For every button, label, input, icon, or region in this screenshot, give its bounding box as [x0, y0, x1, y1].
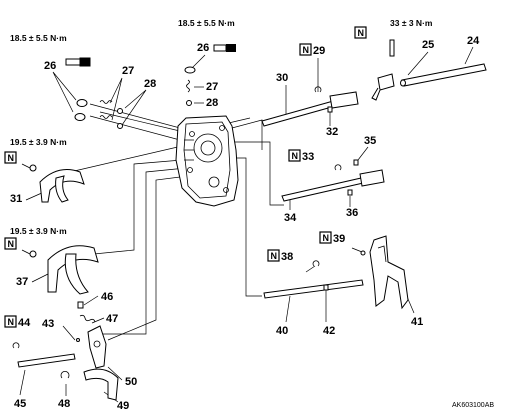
svg-text:N: N — [8, 239, 15, 249]
part-label-45: 45 — [14, 398, 26, 410]
part-label-24: 24 — [467, 35, 480, 47]
ball-28-right — [186, 100, 192, 106]
svg-text:N: N — [8, 153, 15, 163]
part-label-32: 32 — [326, 126, 338, 138]
snap-ring-29 — [314, 86, 322, 93]
shift-fork-49 — [83, 368, 119, 401]
plugs-spring-ball-left — [74, 99, 123, 129]
part-label-28-left: 28 — [144, 78, 156, 90]
part-label-41: 41 — [411, 316, 423, 328]
snap-ring-33 — [334, 164, 342, 171]
part-label-26-left: 26 — [44, 60, 56, 72]
svg-text:N: N — [358, 28, 365, 38]
shift-fork-41 — [369, 235, 409, 310]
spring-27-right — [186, 79, 190, 93]
part-label-47: 47 — [106, 313, 118, 325]
new-part-symbol-38: N — [267, 249, 280, 262]
part-label-26-right: 26 — [197, 42, 209, 54]
shift-rail-30 — [261, 91, 359, 127]
part-label-31: 31 — [10, 193, 22, 205]
new-part-symbol-25: N — [354, 26, 367, 39]
part-label-35: 35 — [364, 135, 376, 147]
new-part-symbol-44: N — [4, 315, 17, 328]
part-label-49: 49 — [117, 400, 129, 411]
part-label-43: 43 — [42, 318, 54, 330]
spring-pin-36 — [347, 189, 353, 196]
part-label-27-left: 27 — [122, 65, 134, 77]
spring-pin-42 — [323, 284, 329, 291]
part-label-48: 48 — [58, 398, 70, 410]
part-label-29: 29 — [313, 45, 325, 57]
snap-ring-48 — [60, 370, 70, 379]
shift-fork-31 — [21, 163, 85, 203]
part-label-39: 39 — [333, 233, 345, 245]
plug-26-right-installed — [184, 66, 196, 74]
svg-text:N: N — [8, 317, 15, 327]
bolt-26-left — [65, 57, 91, 67]
new-part-symbol-31: N — [4, 151, 17, 164]
svg-text:N: N — [292, 151, 299, 161]
shift-lug-50 — [87, 325, 107, 369]
shift-rod-24 — [400, 63, 487, 87]
torque-spec-26-left: 18.5 ± 5.5 N·m — [10, 33, 67, 43]
part-label-37: 37 — [16, 276, 28, 288]
figure-code: AK603100AB — [452, 402, 494, 409]
torque-spec-26-right: 18.5 ± 5.5 N·m — [178, 18, 235, 28]
part-label-28-right: 28 — [206, 97, 218, 109]
shift-rail-40 — [263, 279, 364, 299]
spring-47 — [79, 314, 96, 323]
new-part-symbol-39: N — [319, 231, 332, 244]
svg-text:N: N — [303, 45, 310, 55]
snap-ring-44 — [12, 342, 20, 349]
part-label-50: 50 — [125, 376, 137, 388]
transmission-case — [175, 115, 239, 207]
spring-pin-46 — [77, 301, 84, 309]
bolt-39 — [351, 247, 366, 256]
new-part-symbol-37: N — [4, 237, 17, 250]
shift-fork-37 — [21, 245, 99, 295]
part-label-40: 40 — [276, 325, 288, 337]
assembly-guide-lines — [69, 103, 284, 341]
torque-spec-31: 19.5 ± 3.9 N·m — [10, 137, 67, 147]
part-label-46: 46 — [101, 291, 113, 303]
part-label-42: 42 — [323, 325, 335, 337]
snap-ring-43 — [76, 338, 80, 342]
spring-pin-32 — [327, 106, 333, 113]
part-label-44: 44 — [18, 317, 31, 329]
part-label-25: 25 — [422, 39, 434, 51]
spring-pin-35 — [353, 159, 359, 166]
part-label-30: 30 — [276, 72, 288, 84]
snap-ring-38 — [312, 260, 320, 267]
part-label-34: 34 — [284, 212, 297, 224]
torque-spec-25: 33 ± 3 N·m — [390, 18, 433, 28]
shift-rail-34 — [281, 169, 385, 202]
part-label-36: 36 — [346, 207, 358, 219]
bolt-26-right — [213, 44, 236, 52]
svg-text:N: N — [323, 233, 330, 243]
part-label-27-right: 27 — [206, 81, 218, 93]
torque-spec-37: 19.5 ± 3.9 N·m — [10, 226, 67, 236]
new-part-symbol-29: N — [299, 43, 312, 56]
shift-rod-45 — [17, 353, 76, 368]
shift-lever-25 — [371, 39, 395, 101]
part-label-38: 38 — [281, 251, 293, 263]
new-part-symbol-33: N — [288, 149, 301, 162]
leader-lines — [19, 46, 474, 403]
part-label-33: 33 — [302, 151, 314, 163]
svg-text:N: N — [271, 251, 278, 261]
